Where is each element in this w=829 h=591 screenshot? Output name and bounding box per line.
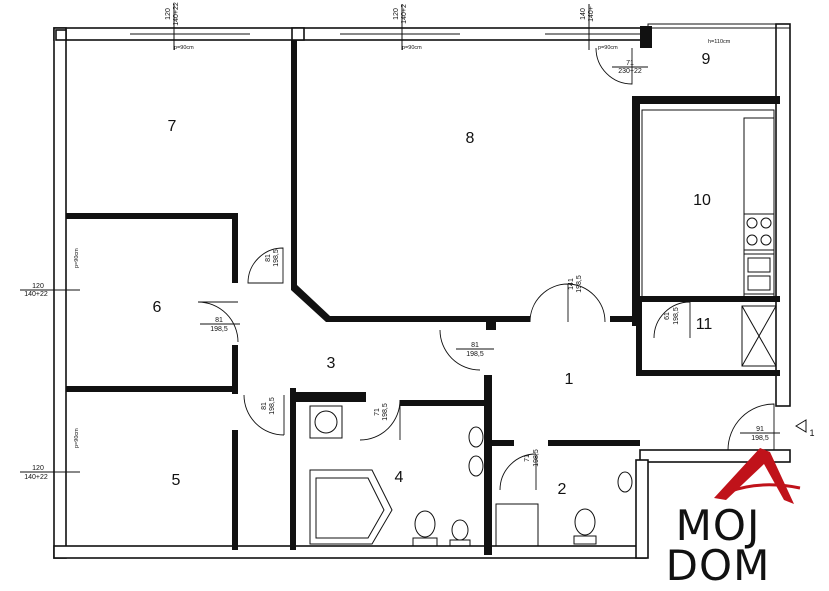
- door-5-height: 198,5: [269, 397, 276, 415]
- room-2-label: 2: [558, 481, 567, 498]
- window-left-lower-height: 140+22: [24, 474, 48, 481]
- room-7-label: 7: [168, 118, 177, 135]
- door-6-width: 81: [215, 317, 223, 324]
- window-dimensions: 120 140+22 p=90cm 120 140+2 p=90cm 140 1…: [24, 2, 618, 481]
- interior-walls: [66, 40, 780, 555]
- window-top-left-height: 140+22: [173, 2, 180, 26]
- door-4-height: 198,5: [382, 403, 389, 421]
- moj-dom-logo: MOJ DOM: [666, 448, 801, 590]
- fixtures: [309, 117, 777, 547]
- door-swings: [197, 47, 775, 491]
- room-6-label: 6: [153, 299, 162, 316]
- door-11-height: 198,5: [673, 307, 680, 325]
- door-living-height: 198,5: [576, 275, 583, 293]
- window-left-lower-sill: p=90cm: [74, 428, 80, 448]
- door-9-height: 230+22: [618, 68, 642, 75]
- door-4-width: 71: [374, 408, 381, 416]
- window-left-upper-width: 120: [32, 283, 44, 290]
- door-2-width: 71: [524, 454, 531, 462]
- window-left-upper-sill: p=90cm: [74, 248, 80, 268]
- window-top-mid-height: 140+2: [401, 4, 408, 24]
- door-entry-width: 91: [756, 426, 764, 433]
- window-top-left-sill: p=90cm: [174, 45, 194, 51]
- window-top-mid-sill: p=90cm: [402, 45, 422, 51]
- logo-line-1: MOJ: [676, 501, 761, 550]
- outer-walls: [53, 23, 791, 559]
- door-living-width: 141: [568, 278, 575, 290]
- window-top-mid-width: 120: [393, 8, 400, 20]
- door-8-height: 198,5: [466, 351, 484, 358]
- window-left-upper-height: 140+22: [24, 291, 48, 298]
- room-9-label: 9: [702, 51, 711, 68]
- room-10-label: 10: [693, 192, 711, 209]
- room-1-label: 1: [565, 371, 574, 388]
- room-5-label: 5: [172, 472, 181, 489]
- door-8-width: 81: [471, 342, 479, 349]
- window-top-left-width: 120: [165, 8, 172, 20]
- window-left-lower-width: 120: [32, 465, 44, 472]
- door-11-width: 61: [664, 312, 671, 320]
- room-8-label: 8: [466, 130, 475, 147]
- door-2-height: 198,5: [533, 449, 540, 467]
- door-7-height: 198,5: [273, 249, 280, 267]
- door-entry-height: 198,5: [751, 435, 769, 442]
- entry-marker: 1: [809, 428, 814, 438]
- window-top-right-height: 140+: [588, 6, 595, 22]
- room-4-label: 4: [395, 469, 404, 486]
- window-top-right-sill: p=90cm: [598, 45, 618, 51]
- door-6-height: 198,5: [210, 326, 228, 333]
- entry-arrow-icon: [795, 419, 807, 433]
- door-5-width: 81: [261, 402, 268, 410]
- logo-line-2: DOM: [666, 541, 771, 590]
- window-dimension-lines: [20, 4, 590, 473]
- window-top-right-width: 140: [580, 8, 587, 20]
- door-9-width: 71: [626, 60, 634, 67]
- room-labels: 1 2 3 4 5 6 7 8 9 10 11: [153, 51, 713, 498]
- room-3-label: 3: [327, 355, 336, 372]
- door-7-width: 81: [265, 254, 272, 262]
- door-dimensions: 71 230+22 81 198,5 81 198,5 81 198,5 81 …: [200, 60, 780, 467]
- room-11-label: 11: [696, 316, 713, 333]
- balcony-note: h=110cm: [708, 39, 731, 45]
- windows-top: [55, 27, 640, 41]
